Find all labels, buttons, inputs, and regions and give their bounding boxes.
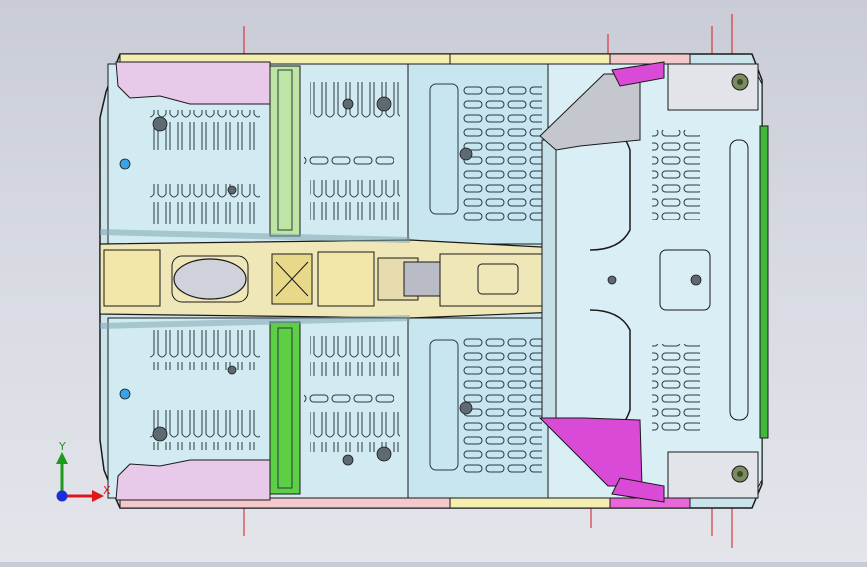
tunnel-oval-opening bbox=[173, 258, 247, 300]
y-axis-arrowhead bbox=[56, 452, 68, 464]
floor-ribs bbox=[150, 330, 260, 370]
floor-emboss bbox=[429, 83, 459, 215]
drain-holes bbox=[152, 96, 702, 466]
rear-corner-bracket-top-magenta bbox=[611, 61, 665, 87]
front-corner-bracket-bottom bbox=[115, 459, 271, 501]
rear-mount-bolt-center bbox=[737, 471, 743, 477]
blue-plug bbox=[119, 388, 131, 400]
rear-crossmember bbox=[541, 139, 557, 421]
floor-ribs bbox=[310, 180, 400, 220]
floor-slots bbox=[462, 338, 542, 478]
crossmember-flange bbox=[277, 327, 293, 489]
crossmember-flange bbox=[277, 69, 293, 231]
floor-ribs bbox=[150, 110, 260, 150]
floor-ribs bbox=[310, 336, 400, 376]
rear-mount-bolt-center bbox=[737, 79, 743, 85]
floor-ribs bbox=[310, 412, 400, 452]
front-crossmember-upper bbox=[269, 65, 301, 237]
rear-end-strip bbox=[759, 125, 769, 439]
triad-axes bbox=[56, 452, 104, 502]
x-axis-arrowhead bbox=[92, 490, 104, 502]
blue-plug bbox=[119, 158, 131, 170]
floor-ribs bbox=[150, 410, 260, 450]
floor-emboss bbox=[429, 339, 459, 471]
front-crossmember-lower bbox=[269, 321, 301, 495]
tunnel-x-brace bbox=[271, 253, 313, 305]
side-rail-bottom-right bbox=[449, 497, 611, 509]
rear-panel-rib bbox=[729, 139, 749, 421]
y-axis-label: Y bbox=[59, 440, 66, 453]
spare-tire-well bbox=[659, 249, 711, 311]
floor-slots bbox=[304, 154, 394, 166]
tunnel-bracket bbox=[317, 251, 375, 307]
floor-slots bbox=[304, 394, 394, 406]
rear-floor-slots bbox=[652, 344, 700, 434]
rear-bracket-upper bbox=[539, 73, 641, 151]
tunnel-front-plate bbox=[103, 249, 161, 307]
rear-corner-bracket-bottom-magenta bbox=[611, 477, 665, 503]
tunnel-rear-emboss bbox=[477, 263, 519, 295]
tunnel-rear-bracket bbox=[439, 253, 551, 307]
z-axis-origin bbox=[56, 490, 68, 502]
tunnel-reinforcement bbox=[171, 255, 249, 303]
coordinate-triad: Y X bbox=[48, 440, 112, 506]
front-corner-bracket-top bbox=[115, 61, 271, 105]
x-axis-label: X bbox=[103, 484, 111, 497]
floor-slots bbox=[462, 86, 542, 226]
tunnel-shading bbox=[99, 229, 411, 329]
rear-floor-slots bbox=[652, 130, 700, 220]
rear-bracket-lower-magenta bbox=[538, 417, 643, 487]
side-rail-top-rear bbox=[609, 53, 691, 65]
floor-ribs bbox=[150, 184, 260, 224]
seat-mount-bracket bbox=[403, 261, 445, 297]
side-rail-top-right bbox=[449, 53, 611, 65]
